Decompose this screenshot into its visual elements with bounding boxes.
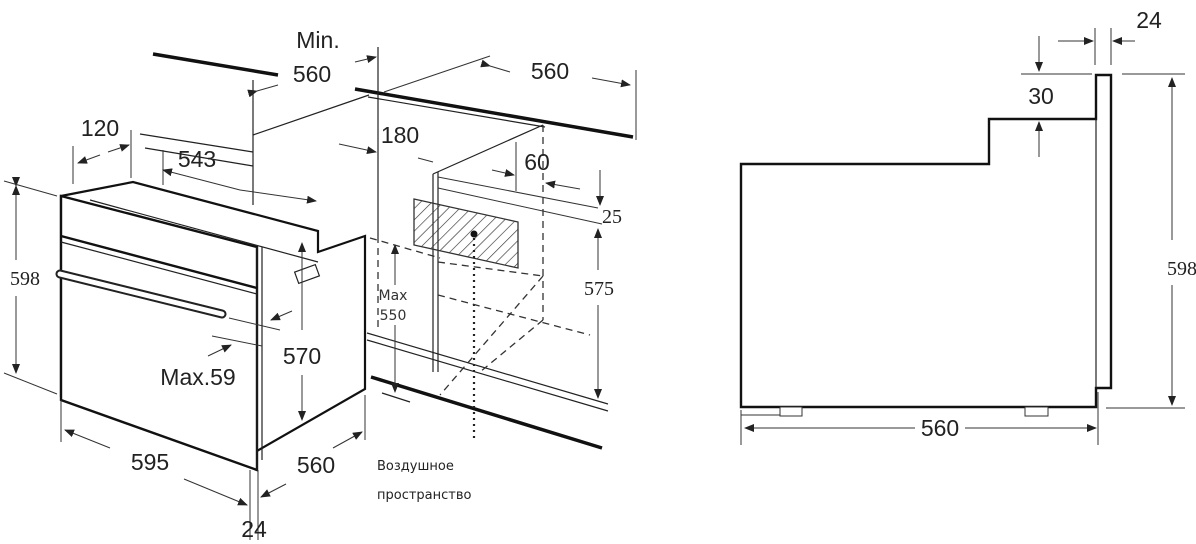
- air-space-label-line1: Воздушное: [377, 459, 454, 474]
- cabinet-top-edge: [252, 94, 370, 136]
- door-top-edge: [60, 234, 258, 290]
- air-space-label-line2: пространство: [377, 488, 472, 503]
- body-height-label: 570: [283, 343, 321, 369]
- front-thickness-label: 24: [241, 516, 267, 542]
- min-width-label: 560: [293, 61, 331, 87]
- ventilation-opening: [413, 198, 519, 269]
- step-height-label: 30: [1028, 83, 1054, 109]
- side-height-label: 598: [1167, 258, 1196, 280]
- cabinet-depth-label: 560: [531, 58, 569, 84]
- max-height-label: 550: [380, 308, 407, 324]
- rear-gap-label: 120: [81, 115, 119, 141]
- handle-depth-label: Max.59: [160, 364, 235, 390]
- top-depth-label: 543: [178, 146, 216, 172]
- oven-foot: [779, 406, 803, 417]
- cabinet-wall-top: [432, 124, 544, 175]
- installation-view: Min. 560 560 120 543 180 60 25 598 575 5…: [3, 27, 637, 542]
- top-gap-label: 25: [602, 206, 622, 228]
- side-vent: [293, 263, 321, 285]
- oven-side-profile: [739, 73, 1113, 409]
- oven-depth-label: 560: [297, 452, 335, 478]
- side-front-thickness-label: 24: [1136, 7, 1162, 33]
- max-label: Max: [379, 288, 408, 304]
- oven-height-label: 598: [10, 268, 40, 290]
- back-gap-label: 60: [524, 149, 550, 175]
- side-view: 560 598 30 24: [739, 7, 1196, 445]
- min-label: Min.: [296, 27, 339, 53]
- side-depth-label: 560: [921, 415, 959, 441]
- oven-width-label: 595: [131, 449, 169, 475]
- oven-foot: [1024, 406, 1049, 417]
- air-flow-point: [470, 230, 478, 238]
- countertop-left: [152, 52, 279, 77]
- cutout-offset-label: 180: [381, 122, 419, 148]
- niche-height-label: 575: [584, 278, 614, 300]
- countertop-right: [354, 87, 634, 139]
